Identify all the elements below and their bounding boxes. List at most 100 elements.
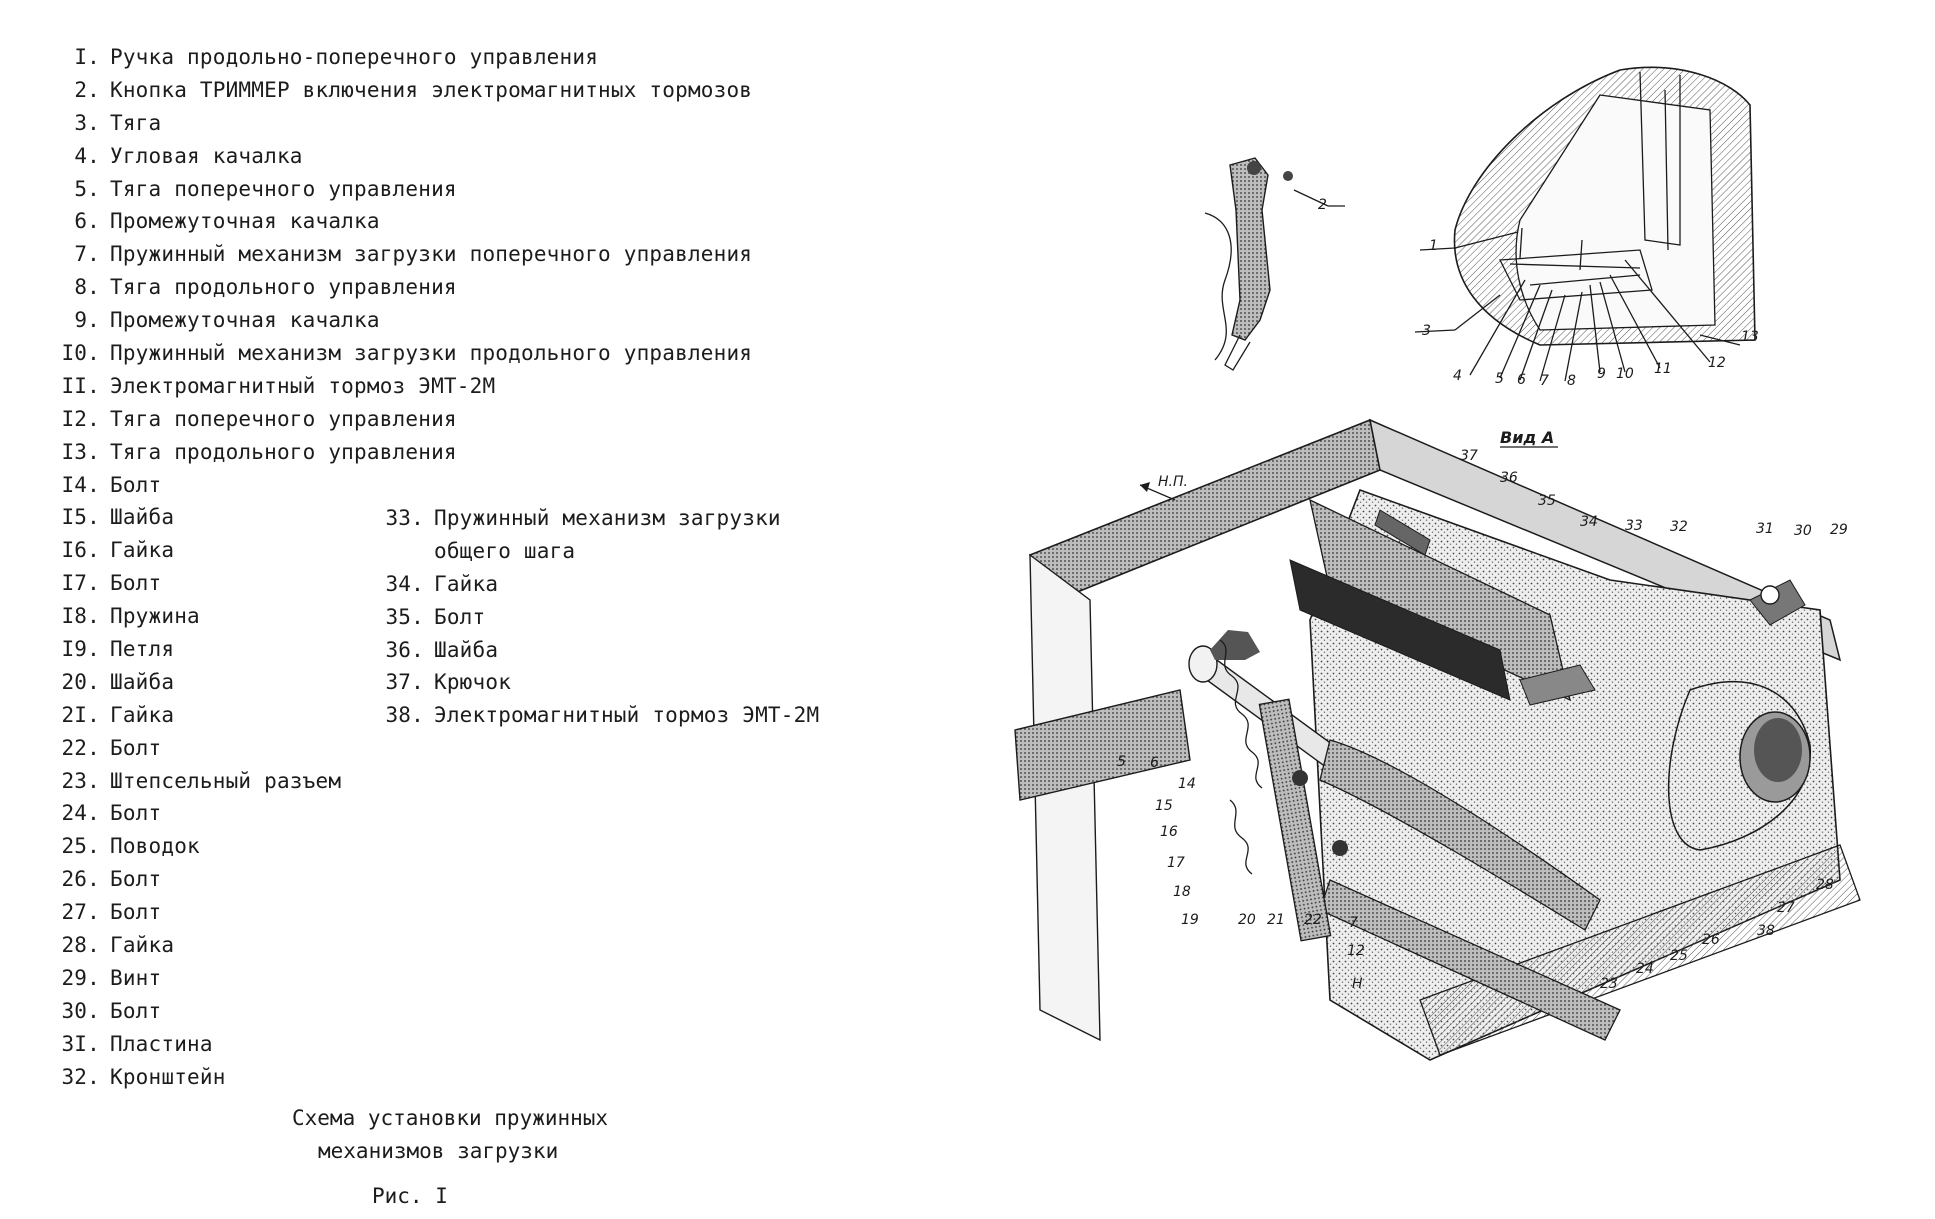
legend-number: 26. — [61, 867, 100, 892]
legend-item: I9. Петля — [48, 633, 752, 666]
legend-text: Кнопка ТРИММЕР включения электромагнитны… — [110, 77, 753, 102]
legend-text: Болт — [110, 735, 162, 760]
legend-text: Пружина — [110, 604, 200, 629]
legend-text: Электромагнитный тормоз ЭМТ-2М — [434, 703, 820, 728]
legend-number: 2I. — [61, 702, 100, 727]
legend-item: 20.Шайба — [48, 666, 752, 699]
legend-number: 27. — [61, 900, 100, 925]
callout-3: 3 — [1422, 323, 1431, 339]
legend-item: 3I.Пластина — [48, 1028, 752, 1061]
callout-6: 6 — [1150, 755, 1159, 771]
callout-12: 12 — [1708, 355, 1726, 371]
callout-23: 23 — [1600, 976, 1618, 992]
legend-number: 37. — [385, 670, 424, 695]
legend-item: 28.Гайка — [48, 929, 752, 962]
callout-36: 36 — [1500, 470, 1518, 486]
legend-number: 36. — [385, 637, 424, 662]
legend-number: 7. — [74, 242, 100, 267]
callout-n: Н — [1352, 976, 1363, 992]
legend-number: I0. — [61, 341, 100, 366]
legend-item: I8.Пружина — [48, 600, 752, 633]
callout-26: 26 — [1702, 932, 1720, 948]
legend-number: 6. — [74, 209, 100, 234]
legend-item: 3.Тяга — [48, 107, 752, 140]
legend-item: I.Ручка продольно-поперечного управления — [48, 41, 752, 74]
callout-29: 29 — [1830, 522, 1848, 538]
legend-number: 25. — [61, 834, 100, 859]
legend-number: I2. — [61, 406, 100, 431]
legend-number: I3. — [61, 439, 100, 464]
legend-text: Ручка продольно-поперечного управления — [110, 45, 599, 69]
legend-item: I4.Болт — [48, 469, 752, 502]
legend-number: I9. — [61, 637, 100, 662]
legend-number: I5. — [61, 505, 100, 530]
legend-number: 2. — [74, 77, 100, 102]
legend-text: Болт — [110, 571, 162, 596]
legend-number: 3. — [74, 110, 100, 135]
legend-text: Болт — [110, 801, 162, 826]
legend-text: Шайба — [110, 669, 175, 694]
legend-item: 2. Кнопка ТРИММЕР включения электромагнит… — [48, 74, 752, 107]
callout-1: 1 — [1429, 238, 1438, 254]
legend-text: Крючок — [434, 670, 512, 695]
callout-5: 5 — [1117, 754, 1126, 770]
callout-4: 4 — [1453, 368, 1462, 384]
callout-38: 38 — [1757, 923, 1775, 939]
legend-text: Пружинный механизм загрузки продольного … — [110, 341, 753, 366]
legend-number: 23. — [61, 768, 100, 793]
legend-text: Пружинный механизм загрузки поперечного … — [110, 242, 753, 267]
legend-text: Пластина — [110, 1031, 213, 1056]
legend-text: Электромагнитный тормоз ЭМТ-2М — [110, 373, 496, 398]
legend-item: 36. Шайба — [372, 634, 819, 667]
callout-2: 2 — [1318, 197, 1327, 213]
callout-35: 35 — [1538, 493, 1556, 509]
callout-31: 31 — [1756, 521, 1774, 537]
legend-text: Угловая качалка — [110, 143, 303, 168]
callout-14: 14 — [1178, 776, 1196, 792]
legend-text: Кронштейн — [110, 1064, 226, 1089]
legend-number: 33. — [385, 506, 424, 530]
callout-7: 7 — [1540, 373, 1549, 389]
legend-item: 27.Болт — [48, 896, 752, 929]
callout-27: 27 — [1777, 900, 1795, 916]
callout-25: 25 — [1670, 948, 1688, 964]
callout-10: 10 — [1616, 366, 1634, 382]
legend-item: 8.Тяга продольного управления — [48, 271, 752, 304]
legend-number: 35. — [385, 604, 424, 629]
parts-legend-continued: 33. Пружинный механизм загрузки общего ша… — [372, 502, 819, 732]
callout-7: 7 — [1349, 915, 1358, 931]
legend-number: 38. — [385, 703, 424, 728]
legend-number: 34. — [385, 571, 424, 596]
legend-text: Петля — [110, 637, 175, 662]
legend-number: 4. — [74, 143, 100, 168]
callout-37: 37 — [1460, 448, 1478, 464]
legend-item: 4. Угловая качалка — [48, 140, 752, 173]
legend-text: Тяга продольного управления — [110, 275, 457, 300]
legend-text: Пружинный механизм загрузки — [434, 506, 781, 530]
legend-item: 29.Винт — [48, 962, 752, 995]
legend-text: Гайка — [434, 571, 499, 596]
callout-22: 22 — [1304, 912, 1322, 928]
legend-item: II.Электромагнитный тормоз ЭМТ-2М — [48, 370, 752, 403]
legend-number: 28. — [61, 933, 100, 958]
legend-text: Шайба — [110, 505, 175, 530]
callout-16: 16 — [1160, 824, 1178, 840]
legend-text: Поводок — [110, 834, 200, 859]
figure-caption-line-2: механизмов загрузки — [318, 1139, 559, 1163]
callout-34: 34 — [1580, 514, 1598, 530]
legend-number: 30. — [61, 998, 100, 1023]
legend-item: 26.Болт — [48, 863, 752, 896]
legend-text: Болт — [110, 472, 162, 497]
legend-item: 24.Болт — [48, 797, 752, 830]
legend-item: 22. Болт — [48, 732, 752, 765]
legend-text: Шайба — [434, 637, 499, 662]
legend-number: 22. — [61, 735, 100, 760]
legend-item: 37. Крючок — [372, 666, 819, 699]
legend-item: 7. Пружинный механизм загрузки поперечног… — [48, 238, 752, 271]
legend-item: 5.Тяга поперечного управления — [48, 173, 752, 206]
callout-33: 33 — [1625, 518, 1643, 534]
main-assembly-view — [1014, 418, 1861, 1061]
legend-number: I6. — [61, 538, 100, 563]
legend-text: общего шага — [434, 538, 576, 563]
callout-19: 19 — [1181, 912, 1199, 928]
